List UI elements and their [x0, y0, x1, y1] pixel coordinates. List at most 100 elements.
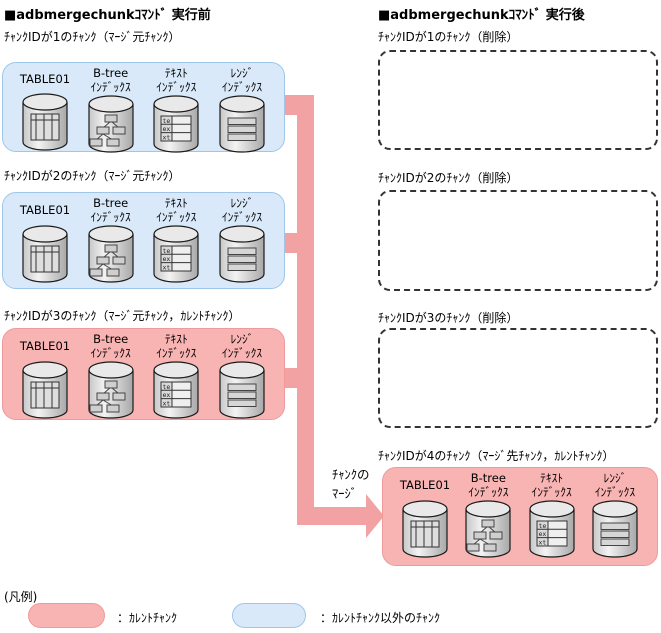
storage-text-label: ﾃｷｽﾄ ｲﾝﾃﾞｯｸｽ — [532, 472, 572, 500]
storage-label-line2: ｲﾝﾃﾞｯｸｽ — [156, 346, 197, 361]
range-index-cylinder-icon — [219, 225, 265, 283]
after-chunk-4-label: ﾁｬﾝｸIDが4のﾁｬﾝｸ（ﾏｰｼﾞ先ﾁｬﾝｸ，ｶﾚﾝﾄﾁｬﾝｸ） — [378, 449, 615, 463]
svg-text:ex: ex — [163, 255, 171, 263]
storage-label-line1: TABLE01 — [19, 339, 71, 354]
storage-btree-index: B-tree ｲﾝﾃﾞｯｸｽ — [81, 333, 141, 419]
after-chunk-3-label: ﾁｬﾝｸIDが3のﾁｬﾝｸ（削除） — [378, 311, 519, 325]
storage-range-index: ﾚﾝｼﾞ ｲﾝﾃﾞｯｸｽ — [212, 197, 272, 288]
storage-btree-label: B-tree ｲﾝﾃﾞｯｸｽ — [91, 197, 131, 225]
merge-arrow-label-line2: ﾏｰｼﾞ — [332, 485, 358, 501]
storage-text-label: ﾃｷｽﾄ ｲﾝﾃﾞｯｸｽ — [156, 197, 196, 225]
range-index-cylinder-icon — [219, 94, 265, 153]
btree-cylinder-icon — [465, 500, 511, 558]
svg-text:te: te — [163, 116, 171, 124]
storage-label-line2: ｲﾝﾃﾞｯｸｽ — [156, 79, 197, 94]
merge-arrow-label: ﾁｬﾝｸの ﾏｰｼﾞ — [332, 466, 370, 504]
merge-arrow-arm — [297, 507, 367, 525]
storage-table01: TABLE01 — [395, 472, 455, 565]
legend-current-chunk-swatch — [28, 603, 105, 628]
storage-label-line1: B-tree — [470, 471, 506, 486]
storage-label-line2: ｲﾝﾃﾞｯｸｽ — [90, 79, 131, 94]
storage-btree-index: B-tree ｲﾝﾃﾞｯｸｽ — [81, 197, 141, 288]
storage-table01-label: TABLE01 — [400, 472, 450, 500]
svg-text:xt: xt — [538, 538, 546, 546]
storage-label-line2: ｲﾝﾃﾞｯｸｽ — [531, 485, 572, 500]
svg-text:te: te — [163, 247, 171, 255]
svg-text:xt: xt — [163, 133, 171, 141]
storage-label-line2: ｲﾝﾃﾞｯｸｽ — [221, 79, 263, 94]
storage-label-line1: ﾚﾝｼﾞ — [603, 471, 627, 486]
storage-label-line1: B-tree — [93, 66, 129, 80]
svg-text:xt: xt — [163, 263, 171, 271]
storage-text-label: ﾃｷｽﾄ ｲﾝﾃﾞｯｸｽ — [156, 66, 197, 95]
storage-table01-label: TABLE01 — [20, 67, 70, 93]
storage-btree-index: B-tree ｲﾝﾃﾞｯｸｽ — [458, 472, 518, 565]
storage-label-line2: ｲﾝﾃﾞｯｸｽ — [468, 485, 509, 500]
before-title: ■adbmergechunkｺﾏﾝﾄﾞ 実行前 — [4, 8, 211, 23]
deleted-chunk-3-box — [378, 328, 658, 428]
storage-table01-label: TABLE01 — [20, 333, 70, 361]
storage-label-line1: ﾃｷｽﾄ — [164, 196, 188, 211]
svg-text:te: te — [538, 522, 546, 530]
storage-label-line1: B-tree — [93, 332, 129, 347]
range-index-cylinder-icon — [592, 500, 638, 558]
storage-text-label: ﾃｷｽﾄ ｲﾝﾃﾞｯｸｽ — [156, 333, 196, 361]
svg-text:ex: ex — [163, 391, 171, 399]
storage-range-label: ﾚﾝｼﾞ ｲﾝﾃﾞｯｸｽ — [222, 197, 262, 225]
storage-range-index: ﾚﾝｼﾞ ｲﾝﾃﾞｯｸｽ — [212, 66, 272, 153]
storage-table01: TABLE01 — [15, 333, 75, 419]
range-index-cylinder-icon — [219, 361, 265, 419]
after-title: ■adbmergechunkｺﾏﾝﾄﾞ 実行後 — [378, 8, 585, 23]
storage-label-line1: ﾚﾝｼﾞ — [230, 332, 254, 347]
table-cylinder-icon — [22, 93, 68, 151]
before-chunk-1-label: ﾁｬﾝｸIDが1のﾁｬﾝｸ（ﾏｰｼﾞ元ﾁｬﾝｸ） — [4, 30, 181, 44]
storage-label-line1: TABLE01 — [19, 72, 71, 87]
storage-range-label: ﾚﾝｼﾞ ｲﾝﾃﾞｯｸｽ — [222, 333, 262, 361]
storage-btree-index: B-tree ｲﾝﾃﾞｯｸｽ — [81, 66, 141, 153]
storage-btree-label: B-tree ｲﾝﾃﾞｯｸｽ — [468, 472, 508, 500]
storage-table01: TABLE01 — [15, 197, 75, 288]
deleted-chunk-1-box — [378, 50, 658, 150]
merge-arrow-vertical-bar — [297, 95, 314, 525]
legend-other-chunk-swatch — [232, 603, 306, 628]
storage-label-line1: ﾚﾝｼﾞ — [230, 66, 254, 80]
legend-current-chunk-label: ：ｶﾚﾝﾄﾁｬﾝｸ — [117, 611, 178, 625]
storage-table01: TABLE01 — [15, 67, 75, 151]
btree-cylinder-icon — [88, 225, 134, 283]
storage-label-line1: TABLE01 — [19, 203, 71, 218]
storage-label-line1: ﾚﾝｼﾞ — [230, 196, 254, 211]
storage-label-line2: ｲﾝﾃﾞｯｸｽ — [594, 485, 636, 500]
storage-label-line2: ｲﾝﾃﾞｯｸｽ — [221, 346, 263, 361]
storage-btree-label: B-tree ｲﾝﾃﾞｯｸｽ — [90, 66, 131, 95]
svg-text:ex: ex — [163, 125, 171, 133]
storage-range-index: ﾚﾝｼﾞ ｲﾝﾃﾞｯｸｽ — [212, 333, 272, 419]
storage-label-line1: B-tree — [93, 196, 129, 211]
table-cylinder-icon — [402, 500, 448, 558]
deleted-chunk-2-box — [378, 190, 658, 291]
before-chunk-2-label: ﾁｬﾝｸIDが2のﾁｬﾝｸ（ﾏｰｼﾞ元ﾁｬﾝｸ） — [4, 169, 181, 183]
legend-other-chunk-label: ：ｶﾚﾝﾄﾁｬﾝｸ以外のﾁｬﾝｸ — [320, 611, 441, 625]
storage-label-line1: TABLE01 — [399, 478, 451, 493]
table-cylinder-icon — [22, 361, 68, 419]
table-cylinder-icon — [22, 225, 68, 283]
after-chunk-1-label: ﾁｬﾝｸIDが1のﾁｬﾝｸ（削除） — [378, 30, 519, 44]
storage-label-line2: ｲﾝﾃﾞｯｸｽ — [221, 210, 263, 225]
before-chunk-3-label: ﾁｬﾝｸIDが3のﾁｬﾝｸ（ﾏｰｼﾞ元ﾁｬﾝｸ，ｶﾚﾝﾄﾁｬﾝｸ） — [4, 309, 241, 323]
storage-label-line2: ｲﾝﾃﾞｯｸｽ — [90, 346, 131, 361]
storage-label-line1: ﾃｷｽﾄ — [164, 66, 188, 80]
legend-title: (凡例) — [4, 590, 38, 604]
storage-label-line1: ﾃｷｽﾄ — [164, 332, 188, 347]
merge-arrow-head-icon — [366, 494, 384, 538]
